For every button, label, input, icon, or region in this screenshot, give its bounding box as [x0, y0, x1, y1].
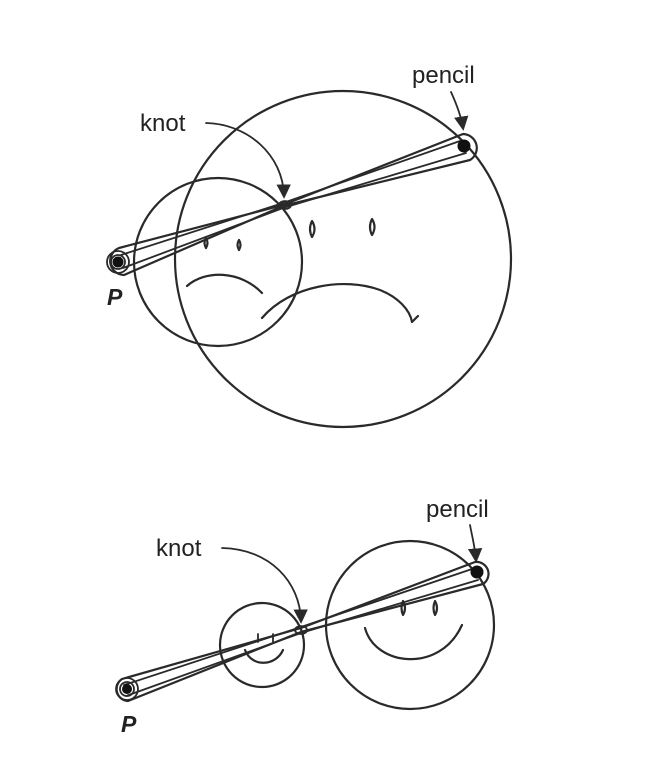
- bottom-pencil-pointer-arrow: [467, 524, 483, 563]
- top-point-p-label: P: [107, 284, 123, 310]
- top-large-face-circle: [173, 89, 513, 429]
- bottom-point-p-pin: [122, 684, 132, 694]
- bottom-pencil-tip: [470, 565, 484, 579]
- bottom-pencil-label: pencil: [426, 496, 489, 523]
- top-loop-end-ring-outer: [106, 250, 130, 274]
- top-small-sad-face: [132, 176, 304, 348]
- top-loop-strand-inner-a: [120, 140, 461, 256]
- top-knot-pointer-arrow: [205, 122, 291, 199]
- bottom-figure: knot pencil P: [115, 496, 496, 737]
- top-pencil-pointer-arrow: [450, 91, 469, 131]
- bottom-large-smile-face: [324, 539, 496, 711]
- top-pencil-label: pencil: [412, 62, 475, 89]
- top-large-face-left-eye: [308, 219, 316, 239]
- top-large-face-frown: [260, 283, 420, 324]
- top-knot-label: knot: [140, 110, 186, 137]
- top-point-p-pin: [112, 256, 124, 268]
- top-knot-mark: [278, 200, 292, 210]
- top-pencil-tip: [457, 139, 471, 153]
- top-small-face-circle: [132, 176, 304, 348]
- bottom-small-face-circle: [218, 601, 306, 689]
- top-string-loop: [106, 132, 478, 277]
- bottom-loop-end-ring-inner: [119, 681, 135, 697]
- bottom-large-face-smile: [363, 623, 464, 661]
- top-large-sad-face: [173, 89, 513, 429]
- bottom-knot-pointer-arrow: [221, 547, 308, 624]
- bottom-point-p-label: P: [121, 711, 137, 737]
- top-large-face-right-eye: [368, 217, 376, 237]
- top-small-face-right-eye: [236, 238, 242, 252]
- bottom-loop-end-ring-outer: [115, 677, 139, 701]
- bottom-small-smile-face: [218, 601, 306, 689]
- top-small-face-frown: [185, 273, 264, 295]
- top-loop-strand-outer: [109, 132, 478, 277]
- top-figure: knot pencil P: [106, 62, 513, 429]
- bottom-string-loop: [115, 560, 490, 703]
- bottom-knot-label: knot: [156, 535, 202, 562]
- bottom-large-face-right-eye: [432, 599, 439, 617]
- bottom-large-face-circle: [324, 539, 496, 711]
- top-loop-end-ring-inner: [110, 254, 126, 270]
- bottom-loop-strand-inner-b: [125, 579, 479, 697]
- bottom-knot-mark: [294, 625, 308, 635]
- bottom-loop-strand-inner-a: [123, 568, 473, 686]
